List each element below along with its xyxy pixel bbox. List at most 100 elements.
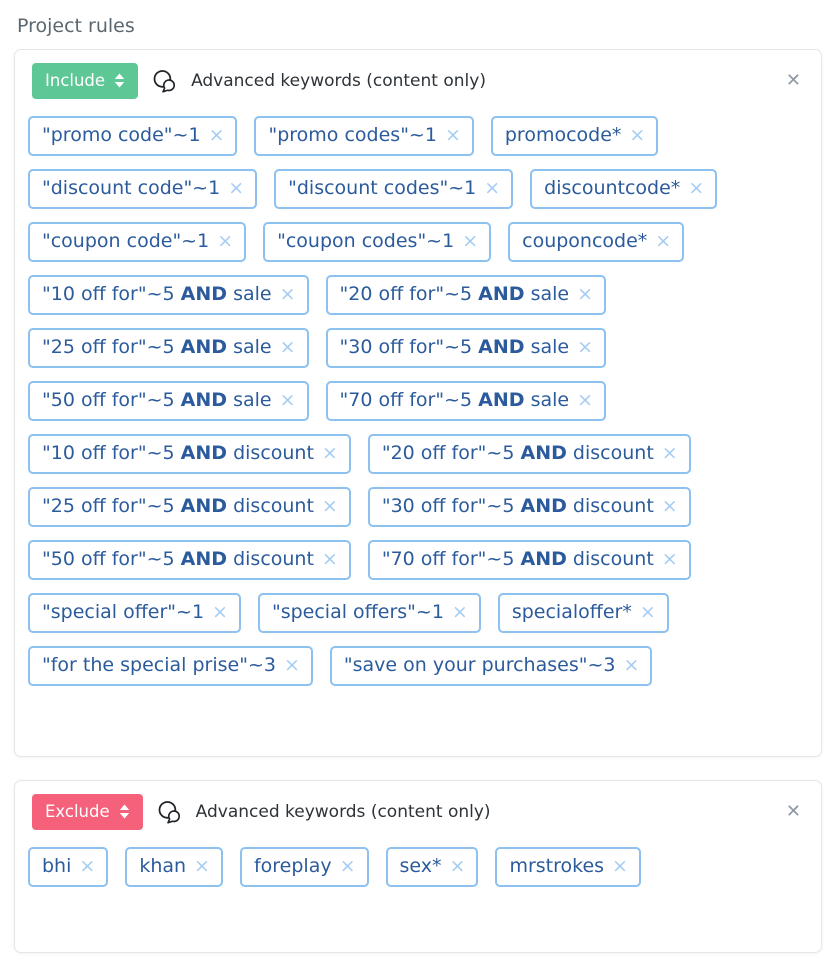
remove-keyword-icon[interactable]: ×	[577, 283, 594, 305]
keyword-text: "promo codes"~1	[268, 124, 437, 146]
remove-keyword-icon[interactable]: ×	[283, 654, 300, 676]
remove-keyword-icon[interactable]: ×	[279, 336, 296, 358]
remove-keyword-icon[interactable]: ×	[629, 124, 646, 146]
keyword-tag: khan ×	[125, 847, 223, 887]
keyword-text: "coupon codes"~1	[277, 230, 455, 252]
remove-keyword-icon[interactable]: ×	[484, 177, 501, 199]
comments-icon	[157, 800, 182, 825]
keyword-tag: "50 off for"~5 AND sale ×	[28, 381, 309, 421]
include-rule-card: Include Advanced keywords (content only)…	[14, 49, 822, 757]
keyword-tag: "70 off for"~5 AND discount×	[367, 540, 691, 580]
keyword-text: "70 off for"~5 AND sale	[339, 389, 570, 411]
keyword-text: foreplay	[253, 855, 332, 877]
keyword-tag: couponcode* ×	[508, 222, 685, 262]
remove-keyword-icon[interactable]: ×	[639, 601, 656, 623]
keyword-text: "50 off for"~5 AND sale	[42, 389, 272, 411]
remove-keyword-icon[interactable]: ×	[577, 389, 594, 411]
sort-arrows-icon	[114, 73, 125, 88]
keyword-tag: "30 off for"~5 AND sale ×	[325, 328, 607, 368]
keyword-text: "special offers"~1	[271, 601, 444, 623]
rule-type-label: Advanced keywords (content only)	[191, 71, 486, 91]
keyword-text: "10 off for"~5 AND discount	[42, 442, 314, 464]
keyword-text: "save on your purchases"~3	[343, 654, 616, 676]
remove-keyword-icon[interactable]: ×	[444, 124, 461, 146]
exclude-mode-label: Exclude	[45, 802, 110, 821]
exclude-rule-card: Exclude Advanced keywords (content only)…	[14, 780, 822, 953]
comments-icon	[152, 69, 177, 94]
keyword-text: couponcode*	[522, 230, 648, 252]
keyword-text: bhi	[42, 855, 72, 877]
keyword-tag: specialoffer* ×	[497, 593, 669, 633]
include-mode-dropdown[interactable]: Include	[32, 63, 139, 99]
remove-keyword-icon[interactable]: ×	[661, 548, 678, 570]
remove-keyword-icon[interactable]: ×	[449, 855, 466, 877]
remove-keyword-icon[interactable]: ×	[279, 283, 296, 305]
remove-keyword-icon[interactable]: ×	[655, 230, 672, 252]
keyword-tag: "20 off for"~5 AND discount ×	[367, 434, 691, 474]
keyword-text: sex*	[399, 855, 442, 877]
keyword-tag: mrstrokes ×	[495, 847, 641, 887]
remove-keyword-icon[interactable]: ×	[321, 495, 338, 517]
keyword-tag: "10 off for"~5 AND discount ×	[28, 434, 351, 474]
keyword-text: "20 off for"~5 AND discount	[381, 442, 654, 464]
keyword-text: "25 off for"~5 AND sale	[42, 336, 272, 358]
remove-keyword-icon[interactable]: ×	[451, 601, 468, 623]
keyword-text: specialoffer*	[511, 601, 632, 623]
keyword-tag: "coupon code"~1 ×	[28, 222, 247, 262]
remove-keyword-icon[interactable]: ×	[462, 230, 479, 252]
keyword-tag: "promo code"~1 ×	[28, 116, 238, 156]
exclude-mode-dropdown[interactable]: Exclude	[32, 794, 143, 830]
keyword-text: "50 off for"~5 AND discount	[42, 548, 314, 570]
keyword-tag: "20 off for"~5 AND sale ×	[325, 275, 607, 315]
remove-keyword-icon[interactable]: ×	[577, 336, 594, 358]
remove-keyword-icon[interactable]: ×	[194, 855, 210, 877]
remove-keyword-icon[interactable]: ×	[228, 177, 245, 199]
keyword-text: promocode*	[504, 124, 622, 146]
exclude-keywords-list: bhi × khan × foreplay × sex* × mrstrokes ×	[15, 842, 821, 952]
keyword-tag: "30 off for"~5 AND discount×	[367, 487, 691, 527]
remove-keyword-icon[interactable]: ×	[321, 548, 338, 570]
keyword-tag: discountcode* ×	[530, 169, 718, 209]
remove-keyword-icon[interactable]: ×	[279, 389, 296, 411]
keyword-text: "discount codes"~1	[288, 177, 477, 199]
keyword-tag: "25 off for"~5 AND sale ×	[28, 328, 309, 368]
keyword-text: "for the special prise"~3	[42, 654, 276, 676]
keyword-text: "10 off for"~5 AND sale	[42, 283, 272, 305]
keyword-text: "25 off for"~5 AND discount	[42, 495, 314, 517]
remove-keyword-icon[interactable]: ×	[208, 124, 225, 146]
exclude-card-header: Exclude Advanced keywords (content only)…	[15, 781, 821, 842]
remove-keyword-icon[interactable]: ×	[212, 601, 228, 623]
remove-keyword-icon[interactable]: ×	[688, 177, 705, 199]
keyword-tag: "for the special prise"~3 ×	[28, 646, 313, 686]
keyword-text: "coupon code"~1	[42, 230, 210, 252]
keyword-tag: promocode* ×	[490, 116, 659, 156]
close-icon[interactable]: ✕	[785, 801, 801, 822]
close-icon[interactable]: ✕	[785, 70, 801, 91]
keyword-text: "promo code"~1	[42, 124, 201, 146]
remove-keyword-icon[interactable]: ×	[612, 855, 628, 877]
keyword-text: discountcode*	[544, 177, 681, 199]
remove-keyword-icon[interactable]: ×	[623, 654, 640, 676]
remove-keyword-icon[interactable]: ×	[79, 855, 96, 877]
keyword-text: "30 off for"~5 AND sale	[339, 336, 570, 358]
remove-keyword-icon[interactable]: ×	[661, 495, 678, 517]
rule-type-label: Advanced keywords (content only)	[195, 802, 491, 822]
keyword-tag: "50 off for"~5 AND discount ×	[28, 540, 351, 580]
remove-keyword-icon[interactable]: ×	[321, 442, 338, 464]
keyword-text: khan	[139, 855, 187, 877]
keyword-text: "20 off for"~5 AND sale	[339, 283, 570, 305]
sort-arrows-icon	[119, 804, 130, 819]
page-title: Project rules	[17, 15, 135, 37]
remove-keyword-icon[interactable]: ×	[217, 230, 234, 252]
keyword-text: "special offer"~1	[42, 601, 205, 623]
keyword-tag: "discount codes"~1 ×	[274, 169, 514, 209]
keyword-tag: "save on your purchases"~3 ×	[329, 646, 653, 686]
keyword-text: mrstrokes	[509, 855, 605, 877]
keyword-tag: "promo codes"~1 ×	[254, 116, 474, 156]
keyword-tag: bhi ×	[28, 847, 109, 887]
remove-keyword-icon[interactable]: ×	[661, 442, 678, 464]
keyword-text: "discount code"~1	[42, 177, 221, 199]
keyword-tag: "special offer"~1 ×	[28, 593, 241, 633]
remove-keyword-icon[interactable]: ×	[339, 855, 356, 877]
keyword-tag: "special offers"~1 ×	[257, 593, 481, 633]
